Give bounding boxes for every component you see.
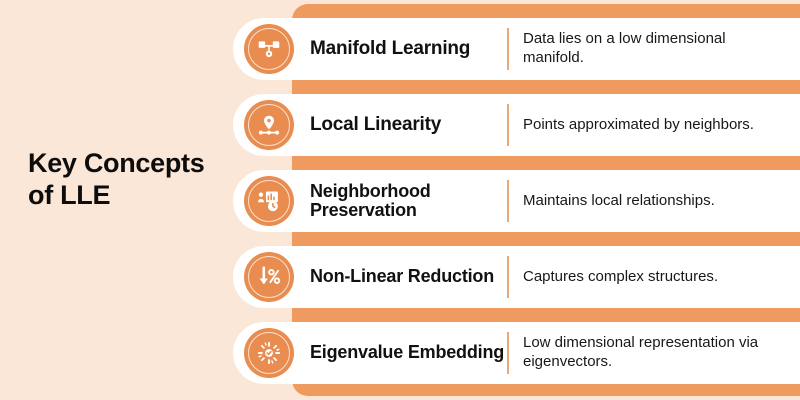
list-item-title: Local Linearity: [310, 113, 442, 135]
list-item[interactable]: Non-Linear Reduction Captures complex st…: [233, 246, 800, 308]
list-item-title: Non-Linear Reduction: [310, 266, 494, 287]
list-item[interactable]: Local Linearity Points approximated by n…: [233, 94, 800, 156]
list-item-description: Low dimensional representation via eigen…: [523, 334, 759, 370]
list-item-title: Eigenvalue Embedding: [310, 342, 505, 363]
down-arrow-percent-icon: [244, 252, 294, 302]
manifold-network-icon: [244, 24, 294, 74]
row-divider: [507, 104, 509, 146]
list-item-description: Captures complex structures.: [523, 267, 719, 285]
row-divider: [507, 180, 509, 222]
starburst-eigen-icon: [244, 328, 294, 378]
list-item-description: Maintains local relationships.: [523, 191, 715, 209]
list-item-description: Data lies on a low dimensional manifold.: [523, 30, 726, 66]
list-item-title: Manifold Learning: [310, 37, 471, 59]
list-item[interactable]: Manifold Learning Data lies on a low dim…: [233, 18, 800, 80]
page-title-line-1: Key Concepts: [28, 148, 205, 178]
row-divider: [507, 28, 509, 70]
location-pin-nodes-icon: [244, 100, 294, 150]
neighborhood-chart-icon: [244, 176, 294, 226]
list-item[interactable]: Neighborhood Preservation Maintains loca…: [233, 170, 800, 232]
list-item-description: Points approximated by neighbors.: [523, 115, 754, 133]
list-item-title: Neighborhood Preservation: [310, 180, 431, 220]
row-divider: [507, 332, 509, 374]
page-title-line-2: of LLE: [28, 179, 111, 210]
row-divider: [507, 256, 509, 298]
list-item[interactable]: Eigenvalue Embedding Low dimensional rep…: [233, 322, 800, 384]
